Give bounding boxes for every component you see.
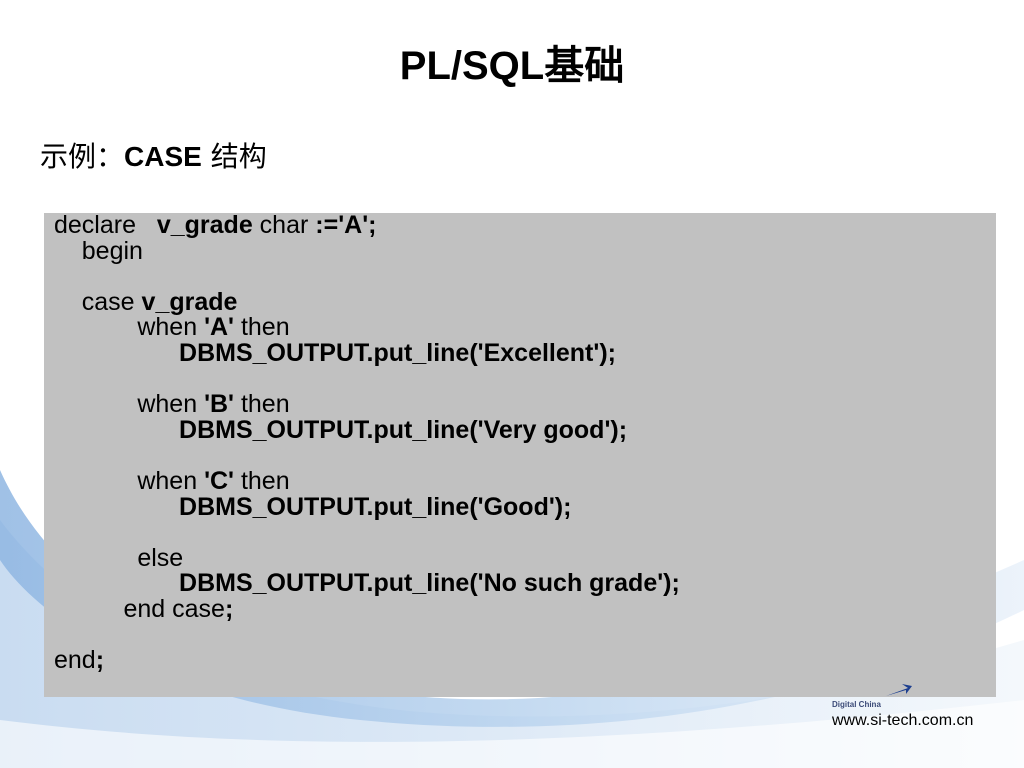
code-token: then (234, 390, 290, 419)
code-token: 'C' (204, 466, 235, 495)
slide-title: PL/SQL基础 (399, 44, 625, 88)
code-line: declare v_grade char :='A'; (54, 211, 680, 239)
code-token: then (234, 313, 290, 342)
code-line (54, 264, 680, 290)
code-token: ; (224, 594, 234, 623)
code-token: end (54, 646, 96, 675)
code-line (54, 443, 680, 469)
arrow-icon (886, 684, 912, 696)
code-line: when 'C' then (54, 466, 680, 495)
code-token: DBMS_OUTPUT.put_line('Excellent'); (54, 338, 616, 367)
slide-subtitle: 示例：CASE 结构 (40, 137, 267, 177)
subtitle-suffix: 结构 (201, 140, 267, 173)
code-token: DBMS_OUTPUT.put_line('Good'); (54, 492, 572, 521)
code-token: end case (54, 594, 225, 623)
code-line (54, 367, 680, 393)
subtitle-keyword: CASE (124, 141, 202, 172)
code-listing: declare v_grade char :='A'; begin case v… (54, 211, 680, 675)
code-token: case (54, 287, 142, 316)
code-line: when 'B' then (54, 390, 680, 419)
code-token: when (54, 390, 205, 419)
logo-caption: Digital China (832, 700, 881, 709)
code-token: when (54, 313, 205, 342)
website-link[interactable]: www.si-tech.com.cn (832, 712, 974, 729)
code-token: begin (54, 236, 143, 265)
code-token: char (252, 211, 316, 239)
code-block: declare v_grade char :='A'; begin case v… (44, 211, 996, 697)
subtitle-prefix: 示例： (40, 140, 125, 173)
code-token: when (54, 466, 205, 495)
code-token: DBMS_OUTPUT.put_line('Very good'); (54, 415, 628, 444)
code-line: when 'A' then (54, 315, 680, 341)
code-line (54, 623, 680, 649)
code-line: DBMS_OUTPUT.put_line('No such grade'); (54, 571, 680, 597)
code-token: 'A' (204, 313, 235, 342)
code-token: ; (95, 646, 105, 675)
code-line (54, 520, 680, 546)
code-line: case v_grade (54, 287, 680, 316)
code-token: :='A'; (315, 211, 377, 239)
code-token: then (234, 466, 290, 495)
code-token: v_grade (156, 211, 253, 239)
code-line: DBMS_OUTPUT.put_line('Good'); (54, 492, 680, 521)
code-token: declare (54, 211, 157, 239)
code-token: v_grade (141, 287, 238, 316)
code-token: DBMS_OUTPUT.put_line('No such grade'); (54, 569, 680, 598)
code-token: else (54, 543, 184, 572)
code-token: 'B' (204, 390, 235, 419)
code-line: end; (54, 646, 680, 675)
code-line: DBMS_OUTPUT.put_line('Very good'); (54, 415, 680, 444)
code-line: DBMS_OUTPUT.put_line('Excellent'); (54, 338, 680, 367)
code-line: begin (54, 236, 680, 265)
code-line: end case; (54, 594, 680, 623)
company-logo: Digital China (826, 680, 1006, 720)
code-line: else (54, 543, 680, 572)
